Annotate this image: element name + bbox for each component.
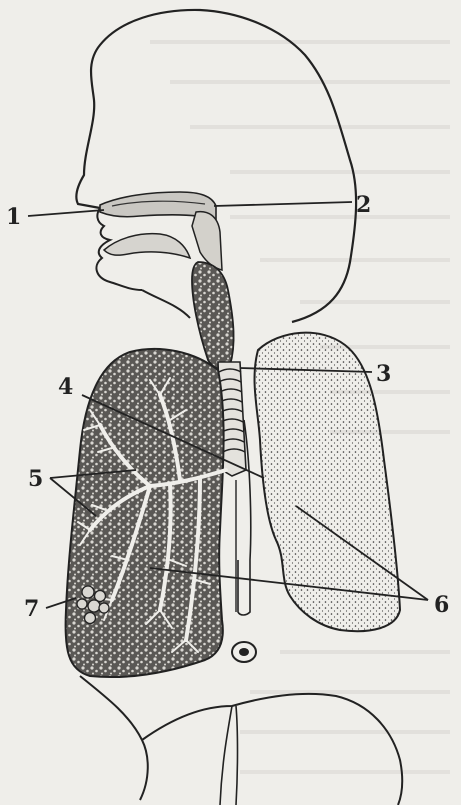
diaphragm: [80, 676, 402, 805]
label-4: 4: [58, 374, 73, 400]
pharynx: [192, 212, 222, 270]
label-1: 1: [6, 204, 21, 230]
label-2: 2: [356, 192, 371, 218]
label-5: 5: [28, 466, 43, 492]
esophageal-opening: [232, 642, 256, 662]
pointer-1: [28, 210, 104, 216]
neck-front: [142, 290, 190, 318]
pointer-2: [214, 202, 352, 206]
larynx: [192, 262, 234, 369]
label-7: 7: [24, 596, 39, 622]
mouth-cavity: [104, 234, 190, 258]
label-6: 6: [434, 592, 449, 618]
label-3: 3: [376, 361, 391, 387]
